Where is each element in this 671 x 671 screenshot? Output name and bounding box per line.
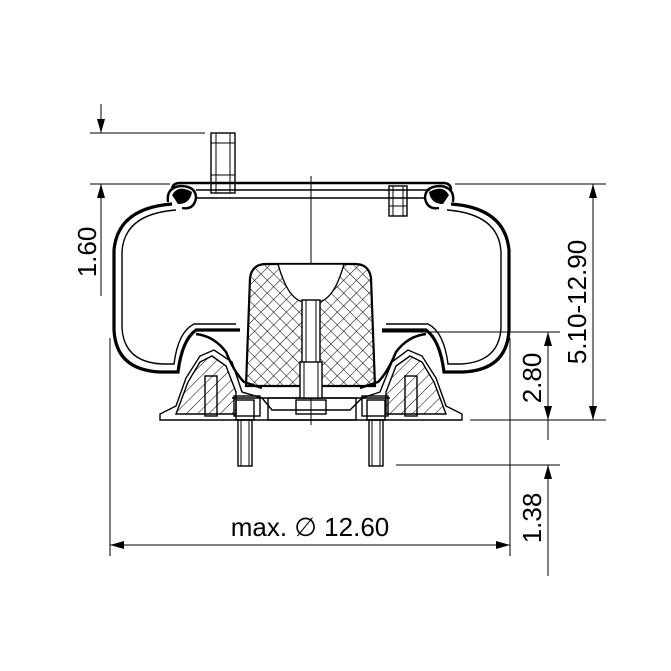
dim-piston-height: 2.80 [517, 353, 547, 404]
dim-height-range: 5.10-12.90 [562, 240, 592, 364]
bellows [112, 202, 511, 390]
upper-stud [388, 185, 408, 217]
dimension-lines [90, 104, 606, 576]
dim-top-plate: 1.60 [72, 227, 102, 278]
dim-diameter: max. ∅ 12.60 [231, 512, 390, 542]
piston [159, 349, 463, 421]
lower-stud-right [366, 399, 386, 467]
bumper [244, 262, 377, 399]
air-fitting [210, 132, 236, 194]
lower-stud-left [235, 399, 255, 467]
dim-stud-length: 1.38 [517, 493, 547, 544]
